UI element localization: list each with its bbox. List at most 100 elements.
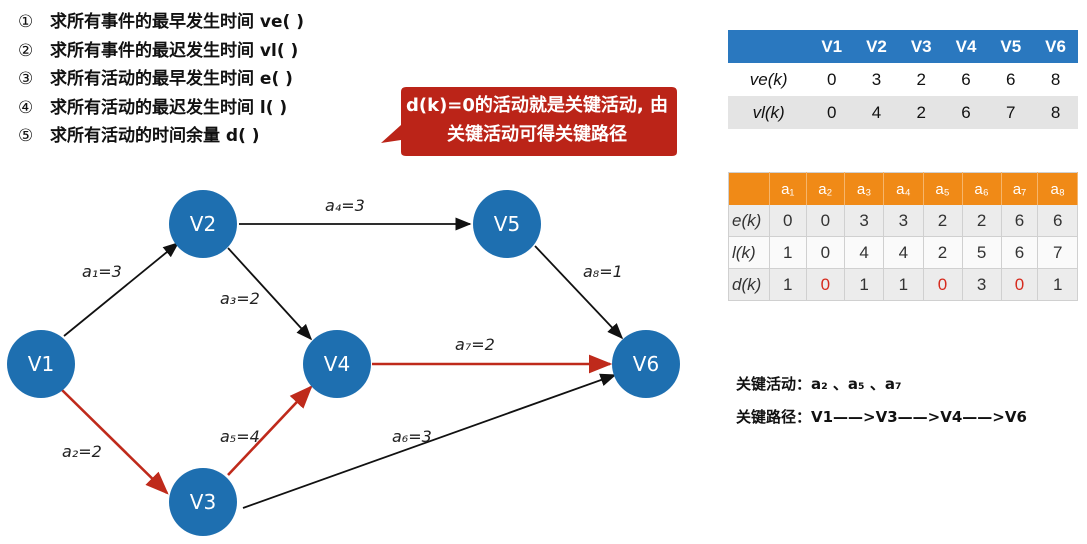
edge-label-a7: a₇=2	[455, 335, 495, 354]
node-v1: V1	[7, 330, 75, 398]
table-header-cell: a₁	[769, 172, 807, 205]
table-header-cell: V6	[1033, 30, 1078, 63]
table-cell: 8	[1033, 63, 1078, 96]
node-v4: V4	[303, 330, 371, 398]
edge-v5-v6	[534, 245, 624, 340]
row-label: e(k)	[728, 205, 770, 237]
summary: 关键活动：a₂ 、a₅ 、a₇ 关键路径：V1——>V3——>V4——>V6	[736, 368, 1027, 434]
table-cell: 5	[962, 236, 1002, 269]
table-cell: 0	[806, 236, 846, 269]
table-header-cell	[728, 30, 810, 63]
table-header-cell: a₇	[1001, 172, 1039, 205]
callout-line-2: 关键活动可得关键路径	[447, 124, 627, 145]
step-item: ② 求所有事件的最迟发生时间 vl( )	[18, 37, 304, 66]
table-cell: 0	[923, 268, 963, 301]
table-cell: 6	[943, 63, 989, 96]
table-cell: 1	[883, 268, 924, 301]
callout-line-1: d(k)=0的活动就是关键活动, 由	[405, 95, 669, 116]
table-header-cell: a₈	[1037, 172, 1078, 205]
table-cell: 1	[769, 236, 807, 269]
step-text: 求所有事件的最迟发生时间 vl( )	[50, 40, 299, 61]
table-cell: 7	[988, 96, 1034, 129]
table-header-cell: a₂	[806, 172, 846, 205]
table-row: d(k) 1 0 1 1 0 3 0 1	[728, 268, 1078, 301]
table-row: vl(k) 0 4 2 6 7 8	[728, 96, 1078, 129]
step-item: ⑤ 求所有活动的时间余量 d( )	[18, 122, 304, 151]
edge-v3-v4	[227, 385, 313, 476]
node-v3: V3	[169, 468, 237, 536]
node-v1-label: V1	[28, 352, 54, 376]
table-header-cell: a₃	[844, 172, 885, 205]
table-cell: 1	[1037, 268, 1078, 301]
node-v4-label: V4	[324, 352, 350, 376]
table-header-row: V1 V2 V3 V4 V5 V6	[728, 30, 1078, 63]
edge-label-a2: a₂=2	[62, 442, 102, 461]
row-label: ve(k)	[728, 63, 810, 96]
table-cell: 3	[962, 268, 1002, 301]
table-cell: 3	[854, 63, 899, 96]
table-cell: 2	[923, 236, 963, 269]
step-text: 求所有活动的时间余量 d( )	[50, 126, 260, 146]
step-text: 求所有活动的最迟发生时间 l( )	[50, 97, 288, 118]
table-cell: 3	[883, 205, 924, 237]
node-v5-label: V5	[494, 212, 520, 236]
edge-label-a8: a₈=1	[583, 262, 623, 281]
edge-v1-v2	[63, 241, 180, 337]
table-cell: 4	[883, 236, 924, 269]
table-row: l(k) 1 0 4 4 2 5 6 7	[728, 236, 1078, 269]
table-header-cell: V4	[943, 30, 989, 63]
table-cell: 1	[844, 268, 885, 301]
table-cell: 8	[1033, 96, 1078, 129]
table-cell: 6	[1037, 205, 1078, 237]
node-v5: V5	[473, 190, 541, 258]
table-cell: 4	[854, 96, 899, 129]
table-cell: 2	[898, 63, 944, 96]
node-v3-label: V3	[190, 490, 216, 514]
edge-label-a6: a₆=3	[392, 427, 432, 446]
table-cell: 0	[806, 268, 846, 301]
edge-v3-v6	[242, 373, 617, 509]
callout-shape	[381, 87, 677, 156]
table-header-cell: V2	[854, 30, 899, 63]
table-row: e(k) 0 0 3 3 2 2 6 6	[728, 205, 1078, 237]
edge-v1-v3	[61, 389, 169, 495]
table-header-cell	[728, 172, 770, 205]
row-label: l(k)	[728, 236, 770, 269]
edge-label-a1: a₁=3	[82, 262, 122, 281]
table-cell: 6	[1001, 205, 1039, 237]
node-v2-label: V2	[190, 212, 216, 236]
row-label: vl(k)	[728, 96, 810, 129]
table-header-cell: a₅	[923, 172, 963, 205]
table-header-cell: a₄	[883, 172, 924, 205]
row-label: d(k)	[728, 268, 770, 301]
critical-activities-text: 关键活动：a₂ 、a₅ 、a₇	[736, 375, 902, 393]
node-v6-label: V6	[633, 352, 659, 376]
table-header-cell: V5	[988, 30, 1034, 63]
table-cell: 0	[1001, 268, 1039, 301]
node-v6: V6	[612, 330, 680, 398]
edge-label-a3: a₃=2	[220, 289, 260, 308]
table-cell: 6	[943, 96, 989, 129]
table-header-row: a₁ a₂ a₃ a₄ a₅ a₆ a₇ a₈	[728, 172, 1078, 205]
table-cell: 7	[1037, 236, 1078, 269]
node-v2: V2	[169, 190, 237, 258]
critical-path-text: 关键路径：V1——>V3——>V4——>V6	[736, 408, 1027, 426]
table-row: ve(k) 0 3 2 6 6 8	[728, 63, 1078, 96]
table-cell: 2	[962, 205, 1002, 237]
table-cell: 1	[769, 268, 807, 301]
table-cell: 0	[809, 63, 855, 96]
table-cell: 3	[844, 205, 885, 237]
vertex-time-table: V1 V2 V3 V4 V5 V6 ve(k) 0 3 2 6 6 8 vl(k…	[728, 30, 1078, 129]
step-text: 求所有活动的最早发生时间 e( )	[50, 69, 293, 89]
table-cell: 6	[988, 63, 1034, 96]
table-cell: 0	[806, 205, 846, 237]
aoe-network-graph: V1 V2 V3 V4 V5 V6 a₁=3 a₂=2 a₃=2 a₄=3 a₅…	[7, 190, 680, 536]
step-number: ②	[18, 40, 34, 61]
step-number: ⑤	[18, 126, 34, 146]
edge-label-a5: a₅=4	[220, 427, 260, 446]
callout-text: d(k)=0的活动就是关键活动, 由 关键活动可得关键路径	[402, 91, 672, 149]
